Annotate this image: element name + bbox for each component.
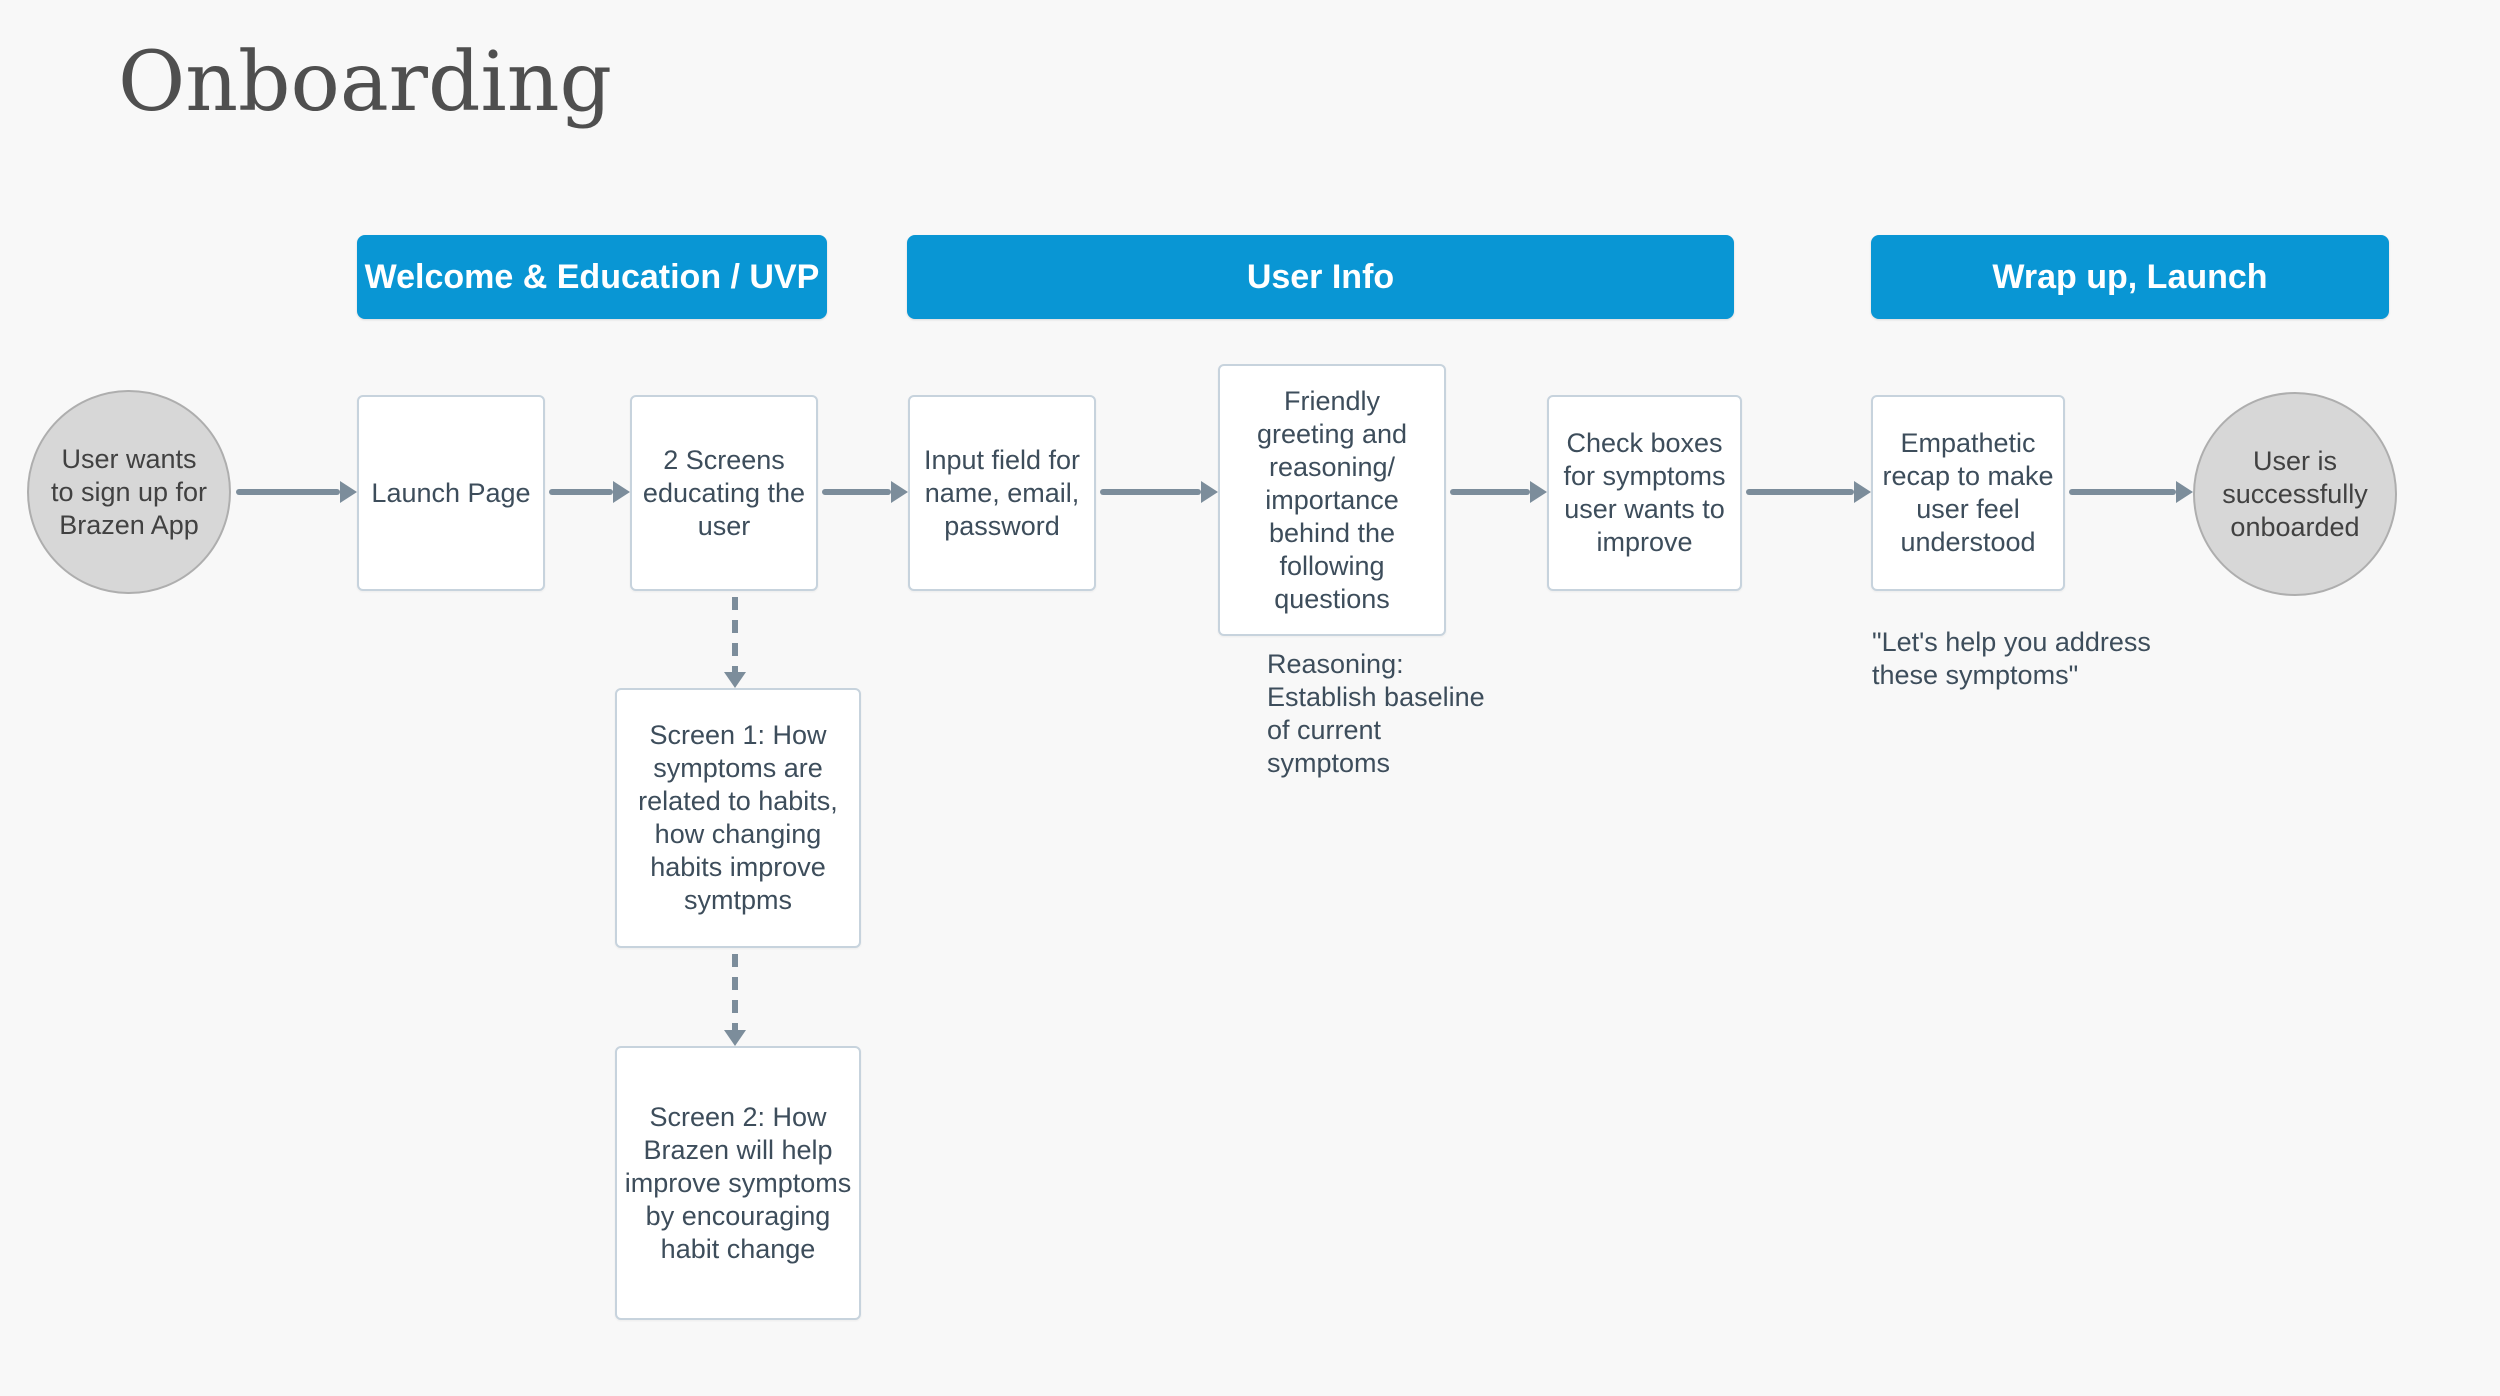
arrow-two-screens-to-input[interactable]: [822, 489, 891, 495]
page-title[interactable]: Onboarding: [118, 35, 613, 130]
end-circle-user-onboarded[interactable]: User is successfully onboarded: [2193, 392, 2397, 596]
phase-header-welcome-education[interactable]: Welcome & Education / UVP: [357, 235, 827, 319]
phase-header-label: Welcome & Education / UVP: [364, 257, 820, 296]
arrow-start-to-launch[interactable]: [236, 489, 340, 495]
phase-header-user-info[interactable]: User Info: [907, 235, 1734, 319]
node-label: Empathetic recap to make user feel under…: [1882, 428, 2054, 557]
node-screen2-detail[interactable]: Screen 2: How Brazen will help improve s…: [615, 1046, 861, 1320]
node-label: Input field for name, email, password: [923, 444, 1081, 541]
node-label: User is successfully onboarded: [2222, 445, 2368, 542]
node-label: Check boxes for symptoms user wants to i…: [1563, 428, 1726, 557]
node-check-boxes-symptoms[interactable]: Check boxes for symptoms user wants to i…: [1547, 395, 1742, 591]
node-label: Screen 2: How Brazen will help improve s…: [624, 1101, 852, 1264]
node-input-fields[interactable]: Input field for name, email, password: [908, 395, 1096, 591]
node-label: 2 Screens educating the user: [642, 444, 806, 541]
annotation-recap-quote[interactable]: "Let's help you address these symptoms": [1872, 627, 2151, 690]
node-label: Launch Page: [371, 477, 531, 508]
annotation-reasoning-note[interactable]: Reasoning: Establish baseline of current…: [1267, 649, 1485, 778]
node-friendly-greeting[interactable]: Friendly greeting and reasoning/ importa…: [1218, 364, 1446, 636]
node-screen1-detail[interactable]: Screen 1: How symptoms are related to ha…: [615, 688, 861, 948]
node-two-screens-educating[interactable]: 2 Screens educating the user: [630, 395, 818, 591]
arrow-checkboxes-to-recap[interactable]: [1746, 489, 1854, 495]
arrow-screen1-to-screen2[interactable]: [732, 954, 738, 1030]
arrow-input-to-greeting[interactable]: [1100, 489, 1201, 495]
start-circle-user-wants-to-sign-up[interactable]: User wants to sign up for Brazen App: [27, 390, 231, 594]
arrow-two-screens-to-screen1[interactable]: [732, 597, 738, 672]
node-label: User wants to sign up for Brazen App: [50, 443, 208, 540]
node-label: Screen 1: How symptoms are related to ha…: [638, 720, 838, 915]
node-launch-page[interactable]: Launch Page: [357, 395, 545, 591]
node-label: Friendly greeting and reasoning/ importa…: [1256, 385, 1408, 614]
phase-header-wrap-up-launch[interactable]: Wrap up, Launch: [1871, 235, 2389, 319]
phase-header-label: User Info: [1246, 257, 1395, 296]
node-empathetic-recap[interactable]: Empathetic recap to make user feel under…: [1871, 395, 2065, 591]
arrow-launch-to-two-screens[interactable]: [549, 489, 613, 495]
phase-header-label: Wrap up, Launch: [1992, 257, 2268, 296]
arrow-recap-to-end[interactable]: [2069, 489, 2176, 495]
arrow-greeting-to-checkboxes[interactable]: [1450, 489, 1530, 495]
